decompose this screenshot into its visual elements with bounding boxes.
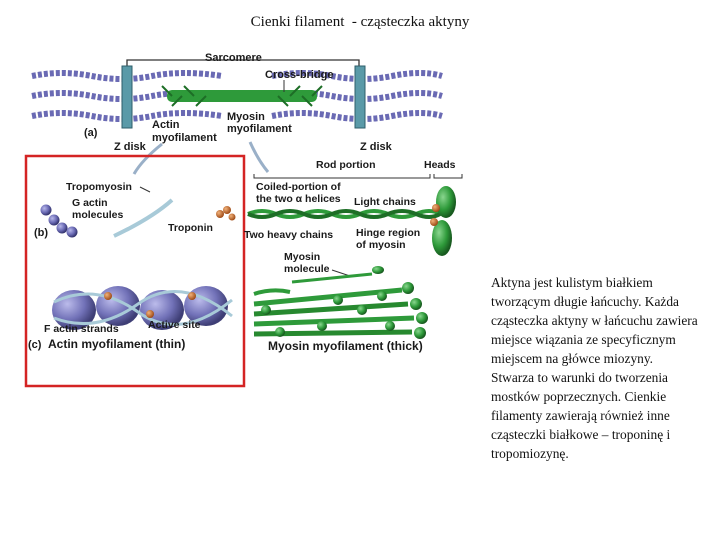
slide-title: Cienki filament - cząsteczka aktyny bbox=[250, 14, 470, 30]
myosin-thick-panel: Myosin myofilament (thick) bbox=[253, 282, 428, 353]
label-actin-thin: Actin myofilament (thin) bbox=[48, 337, 185, 351]
label-myosin: Myosin bbox=[227, 111, 265, 123]
z-disk-right bbox=[354, 65, 366, 129]
g-actin-beads bbox=[40, 204, 78, 238]
label-tropomyosin: Tropomyosin bbox=[66, 181, 132, 193]
label-myosin-myofilament: myofilament bbox=[227, 123, 292, 135]
highlight-box bbox=[24, 154, 246, 388]
label-cross-bridge: Cross-bridge bbox=[265, 69, 333, 81]
label-myosin-molecule-line1: Myosin bbox=[284, 251, 320, 263]
actin-filament-panel: F actin strands Active site (c) Actin my… bbox=[28, 286, 233, 351]
label-coiled-portion: Coiled-portion of bbox=[256, 181, 341, 193]
label-myosin-molecule-line2: molecule bbox=[284, 263, 330, 275]
f-actin-helix bbox=[52, 286, 233, 330]
label-troponin: Troponin bbox=[168, 222, 213, 234]
thick-filament-bundle bbox=[253, 282, 428, 339]
arrow-to-myosin bbox=[248, 141, 270, 173]
myosin-heads bbox=[430, 186, 456, 256]
sarcomere-bracket bbox=[126, 59, 360, 66]
actin-molecule-panel: Tropomyosin G actin molecules (b) Tropon… bbox=[34, 181, 236, 239]
arrow-to-actin bbox=[132, 142, 163, 175]
thick-filament bbox=[161, 85, 323, 107]
label-heads: Heads bbox=[424, 159, 456, 171]
label-panel-b: (b) bbox=[34, 227, 48, 239]
troponin-complex bbox=[216, 206, 236, 221]
label-g-actin: G actin bbox=[72, 197, 108, 209]
label-z-disk-left: Z disk bbox=[114, 141, 147, 153]
label-sarcomere: Sarcomere bbox=[205, 52, 262, 64]
muscle-filament-diagram: Sarcomere Cross-bridge Actin myofilament… bbox=[24, 52, 463, 388]
label-rod-portion: Rod portion bbox=[316, 159, 375, 171]
label-actin-myofilament: myofilament bbox=[152, 132, 217, 144]
z-disk-left bbox=[121, 65, 133, 129]
label-panel-c: (c) bbox=[28, 339, 42, 351]
tropomyosin-strand bbox=[113, 198, 174, 238]
label-hinge-region: Hinge region bbox=[356, 227, 420, 239]
myosin-molecule-panel: Rod portion Heads Coiled-portion of the … bbox=[244, 159, 463, 284]
label-z-disk-right: Z disk bbox=[360, 141, 393, 153]
label-panel-a: (a) bbox=[84, 127, 98, 139]
label-light-chains: Light chains bbox=[354, 196, 416, 208]
label-molecules: molecules bbox=[72, 209, 124, 221]
label-f-actin-strands: F actin strands bbox=[44, 323, 119, 335]
myosin-rod bbox=[247, 209, 442, 219]
label-two-alpha-helices: the two α helices bbox=[256, 193, 341, 205]
single-myosin-molecule bbox=[291, 266, 384, 284]
label-of-myosin: of myosin bbox=[356, 239, 406, 251]
label-active-site: Active site bbox=[148, 319, 201, 331]
label-actin: Actin bbox=[152, 119, 180, 131]
sarcomere-panel: Sarcomere Cross-bridge Actin myofilament… bbox=[31, 52, 443, 175]
label-myosin-thick: Myosin myofilament (thick) bbox=[268, 339, 423, 353]
description-text: Aktyna jest kulistym białkiem tworzącym … bbox=[491, 275, 698, 461]
label-two-heavy-chains: Two heavy chains bbox=[244, 229, 333, 241]
